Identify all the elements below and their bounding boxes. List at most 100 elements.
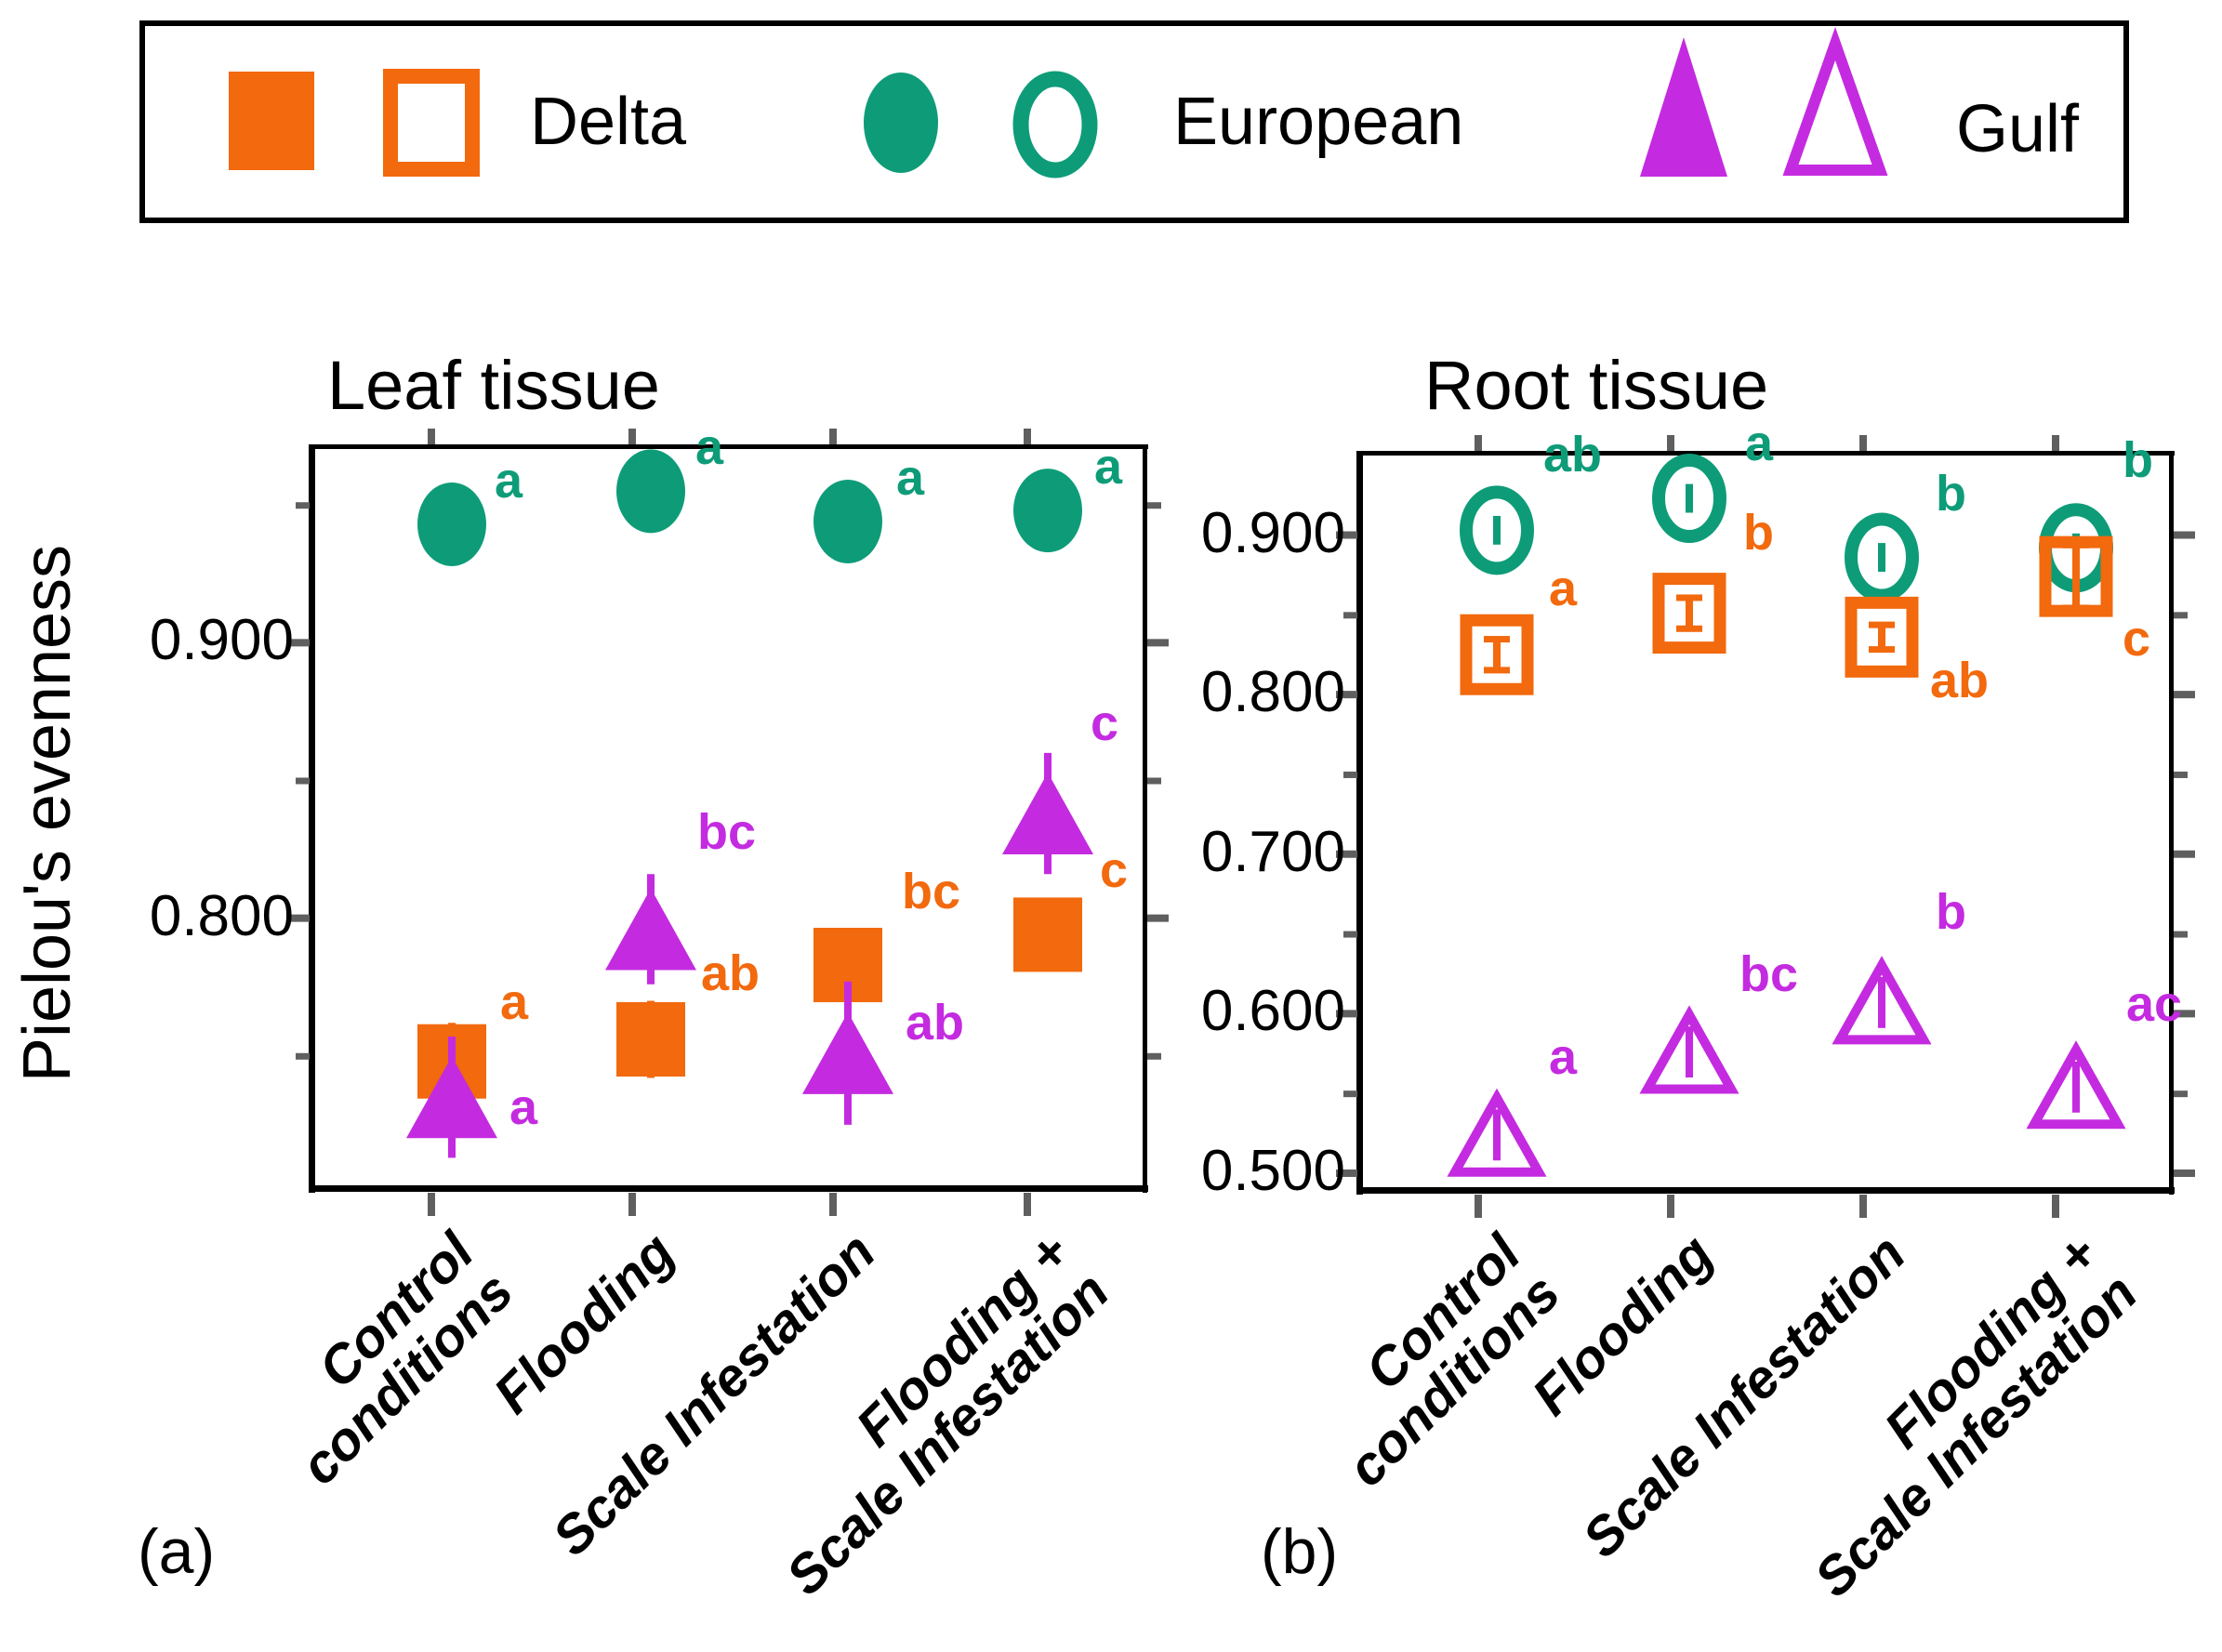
y-tick-label: 0.800 (149, 883, 294, 948)
error-cap (1869, 621, 1895, 628)
sig-label: b (1743, 504, 1774, 561)
x-tick (1024, 1193, 1031, 1216)
x-top-tick (1667, 435, 1674, 451)
error-bar (1493, 515, 1501, 545)
y-major-tick (1336, 1010, 1357, 1018)
sig-label: a (1549, 1028, 1578, 1085)
panel-a-title: Leaf tissue (327, 347, 660, 424)
y-minor-tick (1343, 771, 1357, 778)
error-bar (1493, 1109, 1501, 1161)
legend-label-european: European (1173, 85, 1464, 159)
sig-label: a (695, 419, 724, 476)
marker-gulf-b-1 (1639, 1005, 1739, 1094)
error-bar (1686, 1026, 1693, 1078)
y-minor-tick-right (1147, 777, 1161, 785)
legend-circle-filled-icon (864, 73, 938, 173)
error-cap (1676, 594, 1702, 601)
y-minor-tick (296, 777, 310, 785)
y-minor-tick-right (2174, 612, 2188, 619)
y-major-tick-right (2174, 691, 2195, 699)
error-bar (1686, 483, 1693, 513)
y-tick-label: 0.500 (1200, 1138, 1345, 1203)
legend-triangle-open-icon (1782, 26, 1888, 176)
marker-gulf-a-2 (802, 1011, 893, 1094)
sig-label: a (500, 973, 529, 1030)
x-top-tick (2052, 435, 2059, 451)
marker-european-b-1 (1652, 454, 1726, 544)
sig-label: ab (1543, 427, 1603, 483)
legend-square-filled-icon (229, 72, 314, 170)
marker-gulf-a-1 (605, 888, 696, 971)
top-border-a (309, 444, 1148, 449)
x-top-tick (1024, 429, 1031, 444)
sig-label: ac (2126, 976, 2183, 1033)
marker-gulf-b-0 (1447, 1088, 1547, 1177)
y-major-tick-right (2174, 1169, 2195, 1177)
right-border-a (1143, 444, 1147, 1193)
error-cap (1869, 646, 1895, 654)
legend-square-open-icon (383, 69, 480, 177)
marker-european-a-0 (417, 482, 486, 566)
x-axis-a (309, 1185, 1148, 1192)
caption-a: (a) (138, 1516, 216, 1587)
error-bar (1878, 976, 1885, 1028)
y-tick-label: 0.700 (1200, 819, 1345, 884)
sig-label: bc (902, 864, 961, 919)
top-border-b (1356, 451, 2175, 456)
y-minor-tick-right (2174, 771, 2188, 778)
y-major-tick (288, 914, 310, 922)
sig-label: a (1745, 416, 1774, 472)
y-minor-tick-right (1147, 1052, 1161, 1060)
x-tick (1667, 1195, 1674, 1218)
y-major-tick (1336, 691, 1357, 699)
y-major-tick-right (1147, 639, 1169, 647)
legend-label-gulf: Gulf (1956, 92, 2080, 166)
x-tick (829, 1193, 837, 1216)
marker-delta-b-0 (1460, 614, 1534, 695)
x-tick (2052, 1195, 2059, 1218)
y-major-tick (1336, 1169, 1357, 1177)
error-bar (2072, 544, 2080, 609)
x-top-tick (428, 429, 435, 444)
sig-label: c (1100, 842, 1129, 899)
sig-label: c (2123, 611, 2151, 667)
y-major-tick (1336, 531, 1357, 539)
sig-label: b (2123, 432, 2153, 489)
x-top-tick (1859, 435, 1867, 451)
y-minor-tick (296, 1052, 310, 1060)
x-tick (1859, 1195, 1867, 1218)
caption-b: (b) (1261, 1516, 1339, 1587)
marker-european-b-2 (1845, 512, 1919, 602)
marker-gulf-a-0 (406, 1056, 497, 1139)
y-minor-tick-right (2174, 931, 2188, 938)
sig-label: ab (906, 994, 965, 1051)
y-tick-label: 0.900 (1200, 500, 1345, 565)
marker-delta-b-2 (1845, 596, 1919, 678)
marker-gulf-b-3 (2026, 1040, 2126, 1130)
error-bar (1878, 543, 1885, 572)
sig-label: c (1091, 695, 1119, 752)
x-tick (428, 1193, 435, 1216)
error-bar (1878, 624, 1885, 651)
marker-delta-b-3 (2039, 535, 2113, 617)
error-cap (1484, 667, 1510, 674)
error-bar (2072, 1061, 2080, 1113)
marker-delta-a-3 (1013, 897, 1082, 972)
y-axis-b (1356, 451, 1363, 1195)
y-tick-label: 0.600 (1200, 979, 1345, 1044)
marker-european-b-0 (1460, 485, 1534, 575)
sig-label: bc (697, 804, 757, 861)
error-bar (1686, 597, 1693, 629)
legend-label-delta: Delta (530, 85, 687, 159)
y-minor-tick (1343, 931, 1357, 938)
y-minor-tick-right (2174, 1090, 2188, 1098)
sig-label: ab (701, 945, 761, 1001)
marker-european-a-2 (813, 479, 882, 563)
y-tick-label: 0.800 (1200, 660, 1345, 725)
legend-circle-open-icon (1012, 71, 1098, 178)
y-major-tick (1336, 850, 1357, 858)
x-axis-b (1356, 1187, 2175, 1194)
y-major-tick-right (1147, 914, 1169, 922)
